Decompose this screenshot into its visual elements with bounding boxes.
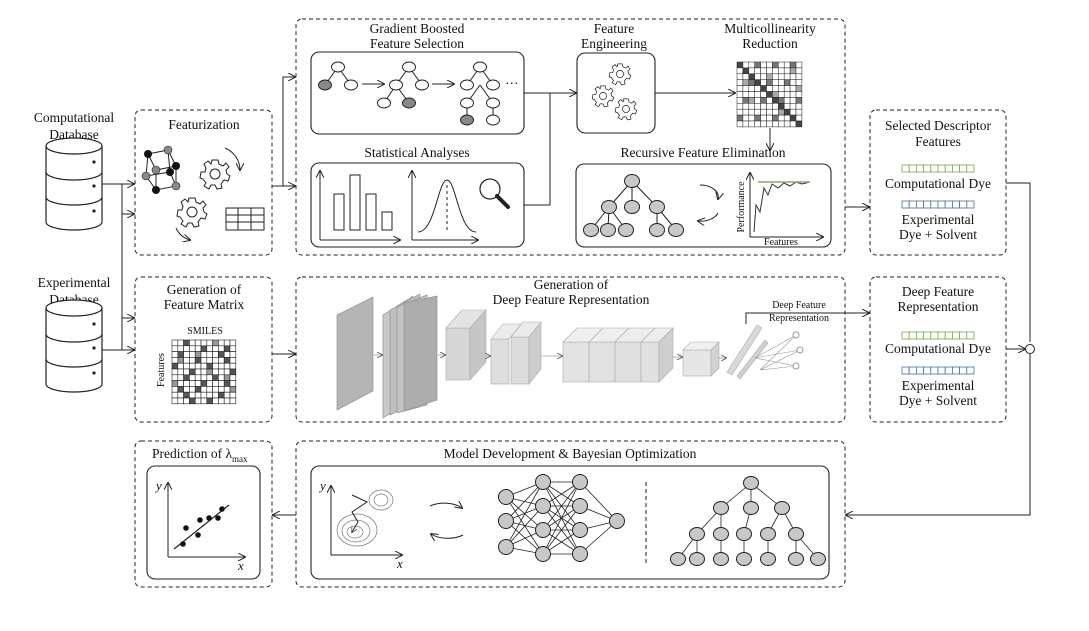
computational-feature-vector <box>901 164 975 173</box>
performance-axis-label: Performance <box>736 181 747 233</box>
experimental-feature-vector <box>901 200 975 209</box>
gradient-boosted-title-1: Gradient Boosted <box>370 21 465 36</box>
experimental-database: Experimental Database <box>38 275 111 393</box>
featurization-title: Featurization <box>168 117 239 132</box>
deep-feature-title-1: Deep Feature <box>902 284 974 299</box>
feature-selection-box <box>295 18 846 256</box>
feature-engineering-title-2: Engineering <box>581 36 647 51</box>
database-connectors <box>102 184 134 350</box>
database-icon <box>45 137 103 231</box>
model-dev-title: Model Development & Bayesian Optimizatio… <box>444 446 697 461</box>
feature-matrix-title-2: Feature Matrix <box>164 297 245 312</box>
multicollinearity-title-2: Reduction <box>742 36 798 51</box>
rfe-title: Recursive Feature Elimination <box>621 145 786 160</box>
computational-database: Computational Database <box>34 110 114 231</box>
deep-feature-output-label-1: Deep Feature <box>772 300 826 311</box>
selected-descriptor-exp-2: Dye + Solvent <box>899 227 977 242</box>
cnn-layers-icon <box>336 293 804 419</box>
deep-rep-title-1: Generation of <box>534 277 609 292</box>
experimental-feature-vector <box>901 366 975 375</box>
cycle-arrow-icon <box>699 184 718 199</box>
y-axis-label: y <box>154 478 162 493</box>
features-axis-label: Features <box>764 237 798 248</box>
feature-matrix-grid <box>171 339 237 405</box>
rfe-panel <box>575 163 832 248</box>
deep-feature-exp-1: Experimental <box>902 378 975 393</box>
database-icon <box>45 299 103 393</box>
correlation-matrix <box>736 61 803 128</box>
computational-feature-vector <box>901 331 975 340</box>
cycle-arrow-icon <box>431 534 464 538</box>
deep-rep-title-2: Deep Feature Representation <box>493 292 650 307</box>
model-development-box <box>295 440 846 588</box>
gradient-boosted-title-2: Feature Selection <box>370 36 464 51</box>
deep-feature-output-label-2: Representation <box>769 313 829 324</box>
decision-tree-icon <box>670 476 826 566</box>
featurization-box <box>134 109 273 256</box>
performance-plot: Performance Features <box>736 173 823 248</box>
gear-icon <box>199 159 231 190</box>
bayesian-contour-plot: y x <box>318 478 403 571</box>
deep-output-arrow <box>745 313 869 324</box>
distribution-curve-icon <box>412 171 478 240</box>
table-icon <box>225 207 265 231</box>
prediction-box <box>134 440 273 588</box>
selected-descriptor-title-1: Selected Descriptor <box>885 118 992 133</box>
top-section-arrows <box>272 77 869 207</box>
magnifier-icon <box>479 178 510 209</box>
regression-plot: y x <box>154 478 245 573</box>
selected-descriptor-comp: Computational Dye <box>885 176 991 191</box>
deep-feature-comp: Computational Dye <box>885 341 991 356</box>
prediction-panel <box>146 465 261 580</box>
histogram-icon <box>320 171 400 240</box>
crystal-lattice-icon <box>141 145 181 194</box>
feature-matrix-title-1: Generation of <box>167 282 242 297</box>
experimental-database-label-1: Experimental <box>38 275 111 290</box>
concatenation-connectors <box>273 182 1035 515</box>
x-axis-label: x <box>396 556 403 571</box>
rotate-arrow-icon <box>175 227 190 240</box>
model-dev-panel <box>310 465 830 580</box>
x-axis-label: x <box>237 558 244 573</box>
computational-database-label-1: Computational <box>34 110 114 125</box>
boosted-trees-icon: ··· <box>318 61 519 126</box>
prediction-title: Prediction of λmax <box>152 446 248 464</box>
feature-matrix-box <box>134 276 273 423</box>
y-axis-label: y <box>318 478 326 493</box>
rfe-tree-icon <box>583 174 684 237</box>
cycle-arrow-icon <box>429 503 462 508</box>
deep-feature-title-2: Representation <box>898 299 979 314</box>
deep-representation-box <box>295 276 846 423</box>
multicollinearity-title-1: Multicollinearity <box>724 21 816 36</box>
deep-feature-exp-2: Dye + Solvent <box>899 393 977 408</box>
cycle-arrow-icon <box>698 212 719 221</box>
selected-descriptor-exp-1: Experimental <box>902 212 975 227</box>
features-axis-label: Features <box>156 353 167 387</box>
gear-icon <box>176 197 208 228</box>
ellipsis: ··· <box>505 76 519 91</box>
rotate-arrow-icon <box>224 147 240 170</box>
neural-network-icon <box>498 474 625 562</box>
statistical-title: Statistical Analyses <box>364 145 469 160</box>
feature-engineering-title-1: Feature <box>594 21 634 36</box>
smiles-label: SMILES <box>187 326 223 337</box>
feature-engineering-panel <box>576 52 656 134</box>
selected-descriptor-title-2: Features <box>915 134 961 149</box>
